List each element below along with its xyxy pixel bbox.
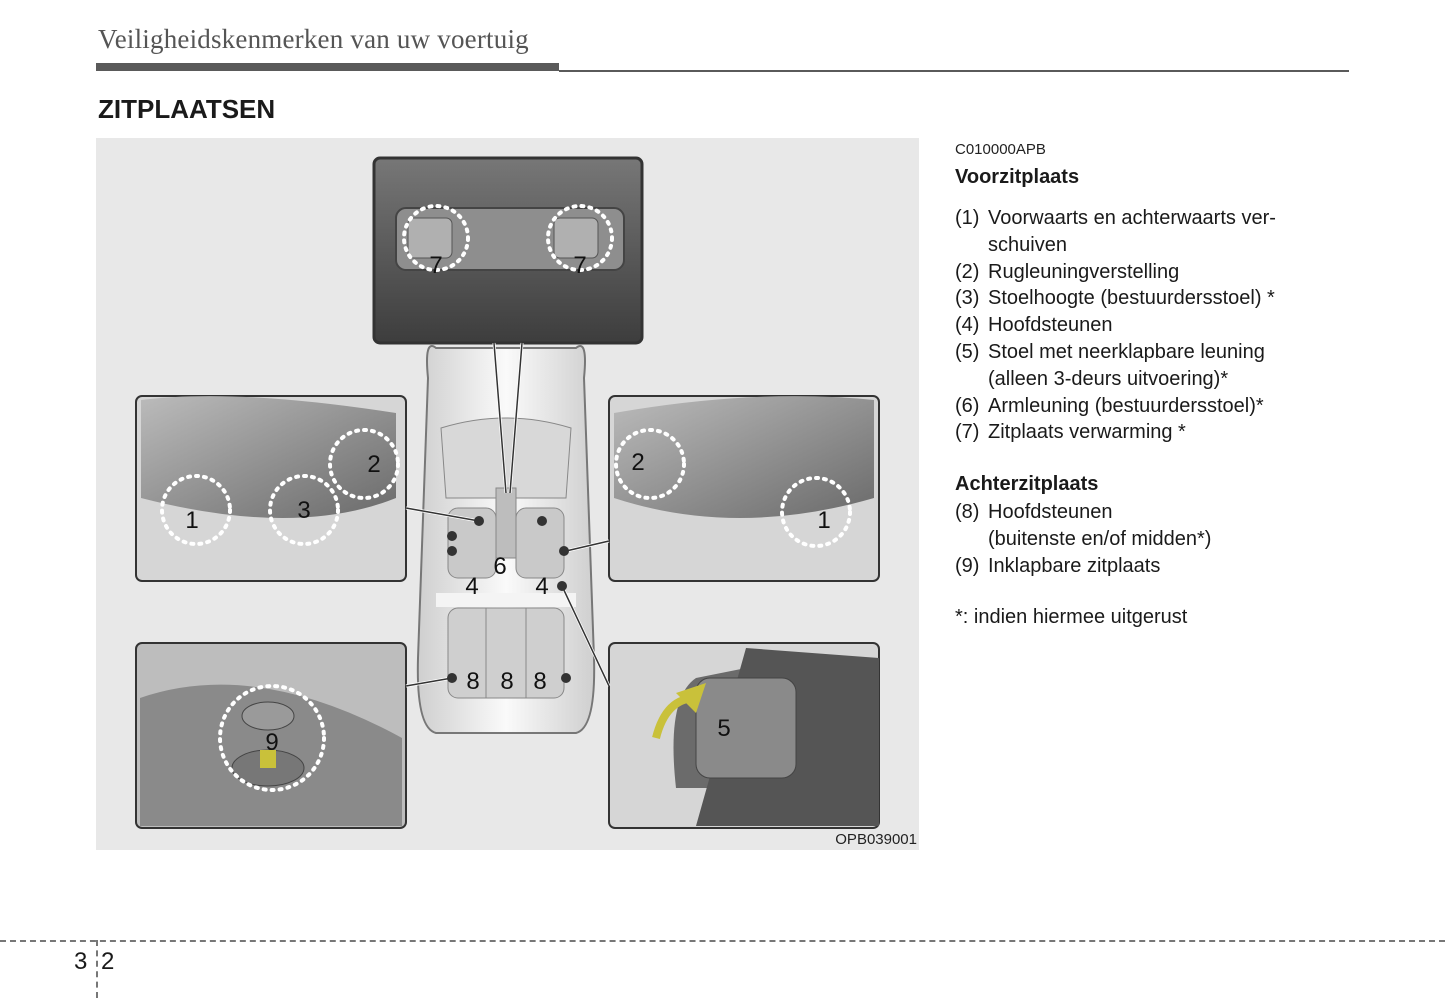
list-item-number: (1) (955, 207, 980, 229)
callout-1-left: 1 (185, 507, 198, 534)
content-code: C010000APB (955, 141, 1046, 158)
callout-2-left: 2 (367, 451, 380, 478)
inset-folding-seat-knob: 9 (135, 642, 407, 829)
callout-3: 3 (297, 497, 310, 524)
header-rule-thin (559, 70, 1349, 72)
list-item-number: (3) (955, 287, 980, 310)
callout-8-left: 8 (466, 668, 479, 695)
page-number: 2 (101, 948, 115, 975)
list-item-text: Inklapbare zitplaats (988, 554, 1161, 577)
list-item-text: (buitenste en/of midden*) (988, 527, 1212, 550)
callout-6: 6 (493, 553, 506, 580)
callout-9: 9 (265, 729, 278, 756)
callout-5: 5 (717, 715, 730, 742)
footer-dashed-divider (96, 940, 98, 998)
list-item-text: Voorwaarts en achterwaarts ver- (988, 207, 1276, 229)
rear-seats-list: (8) Hoofdsteunen (buitenste en/of midden*)… (955, 499, 1211, 579)
list-item: (3) Stoelhoogte (bestuurdersstoel) * (955, 285, 1276, 312)
list-item-number: (8) (955, 501, 980, 523)
figure-code: OPB039001 (835, 831, 917, 848)
list-item-text: Zitplaats verwarming * (988, 421, 1186, 444)
front-seats-heading: Voorzitplaats (955, 166, 1080, 188)
list-item: (4) Hoofdsteunen (955, 312, 1276, 339)
footer-dashed-line (0, 940, 1445, 942)
leader-lines-dark (405, 342, 610, 687)
inset-seat-heater: 7 7 (372, 156, 644, 345)
callout-7-right: 7 (573, 252, 586, 279)
callout-7-left: 7 (429, 252, 442, 279)
list-item: (2) Rugleuningverstelling (955, 259, 1276, 286)
list-item-text: Armleuning (bestuurdersstoel)* (988, 394, 1264, 417)
list-item: (5) Stoel met neerklapbare leuning (alleen… (955, 339, 1276, 393)
list-item-number: (7) (955, 421, 980, 444)
list-item-number: (6) (955, 394, 980, 417)
inset-driver-seat-controls: 1 3 2 (135, 395, 407, 582)
callout-4-right: 4 (535, 573, 548, 600)
list-item-number: (2) (955, 260, 980, 283)
page-chapter-number: 3 (74, 948, 88, 975)
car-callouts: 6 4 4 8 8 8 (447, 516, 571, 695)
list-item: (8) Hoofdsteunen (buitenste en/of midden*) (955, 499, 1211, 553)
list-item-text: (alleen 3-deurs uitvoering)* (988, 367, 1229, 390)
list-item: (1) Voorwaarts en achterwaarts ver-schuiv… (955, 205, 1276, 259)
inset-fold-backrest: 5 (608, 642, 880, 829)
seats-illustration: 7 7 1 3 2 2 1 (96, 138, 919, 850)
callout-2-right: 2 (631, 449, 644, 476)
inset-passenger-seat-controls: 2 1 (608, 395, 880, 582)
section-title: ZITPLAATSEN (98, 94, 276, 124)
list-item-number: (5) (955, 340, 980, 363)
footnote: *: indien hiermee uitgerust (955, 606, 1188, 628)
callout-8-middle: 8 (500, 668, 513, 695)
list-item-text: Hoofdsteunen (988, 501, 1113, 523)
header-rule-thick (96, 63, 559, 71)
list-item: (7) Zitplaats verwarming * (955, 419, 1276, 446)
list-item-text: Stoelhoogte (bestuurdersstoel) * (988, 287, 1275, 310)
car-top-view (416, 345, 596, 734)
list-item: (9) Inklapbare zitplaats (955, 553, 1211, 580)
list-item-text: Rugleuningverstelling (988, 260, 1180, 283)
front-seats-list: (1) Voorwaarts en achterwaarts ver-schuiv… (955, 205, 1276, 446)
rear-seats-heading: Achterzitplaats (955, 473, 1099, 495)
list-item-number: (4) (955, 314, 980, 337)
list-item: (6) Armleuning (bestuurdersstoel)* (955, 393, 1276, 420)
callout-8-right: 8 (533, 668, 546, 695)
callout-4-left: 4 (465, 573, 478, 600)
list-item-text: Hoofdsteunen (988, 314, 1113, 337)
list-item-number: (9) (955, 554, 980, 577)
callout-1-right: 1 (817, 507, 830, 534)
chapter-title: Veiligheidskenmerken van uw voertuig (98, 24, 529, 54)
list-item-text: schuiven (988, 233, 1067, 256)
list-item-text: Stoel met neerklapbare leuning (988, 340, 1265, 363)
